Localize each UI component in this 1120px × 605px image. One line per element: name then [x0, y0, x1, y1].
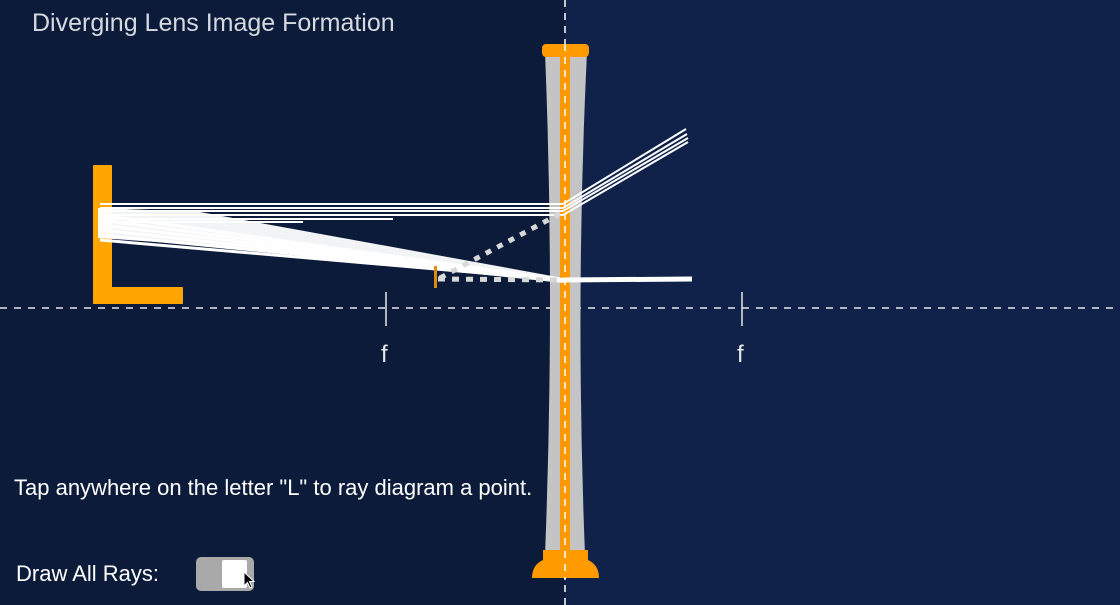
focal-label-right: f — [737, 341, 744, 368]
focal-label-left: f — [381, 341, 388, 368]
virtual-image — [434, 266, 437, 288]
virtual-ray-extension-horizontal — [437, 276, 564, 283]
ray-fan — [98, 208, 563, 283]
instructions-text: Tap anywhere on the letter "L" to ray di… — [14, 475, 533, 500]
toggle-knob[interactable] — [222, 560, 247, 588]
draw-all-rays-control: Draw All Rays: — [16, 557, 254, 591]
page-title: Diverging Lens Image Formation — [32, 9, 395, 37]
refracted-central-ray — [562, 276, 693, 283]
refracted-rays — [562, 128, 689, 216]
diverging-lens — [532, 44, 599, 580]
virtual-ray-extension — [438, 209, 565, 281]
mouse-cursor-icon — [243, 571, 256, 589]
draw-all-rays-label: Draw All Rays: — [16, 561, 160, 586]
